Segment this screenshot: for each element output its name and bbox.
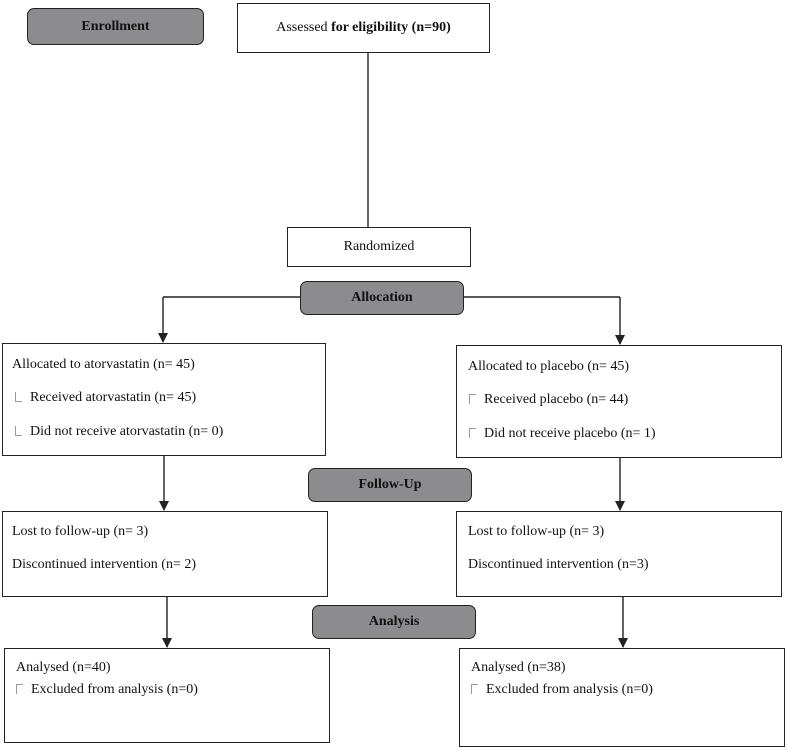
analysis-label: Analysis: [312, 605, 476, 639]
assessed-count: for eligibility (n=90): [331, 20, 451, 35]
right-excluded-row: Excluded from analysis (n=0): [471, 682, 653, 698]
allocation-label: Allocation: [300, 281, 464, 315]
left-excluded-row: Excluded from analysis (n=0): [16, 682, 198, 698]
assessed-text: Assessed for eligibility (n=90): [276, 20, 451, 36]
assessed-box: Assessed for eligibility (n=90): [237, 3, 490, 53]
checkbox-icon: [469, 428, 476, 438]
follow-up-label: Follow-Up: [308, 468, 472, 502]
checkbox-icon: [15, 426, 22, 436]
left-allocation-box: Allocated to atorvastatin (n= 45) Receiv…: [2, 343, 326, 456]
right-received-row: Received placebo (n= 44): [469, 392, 628, 408]
right-lost-text: Lost to follow-up (n= 3): [468, 524, 605, 539]
checkbox-icon: [15, 392, 22, 402]
left-received-row: Received atorvastatin (n= 45): [15, 390, 196, 406]
right-allocation-box: Allocated to placebo (n= 45) Received pl…: [456, 345, 782, 458]
right-followup-box: Lost to follow-up (n= 3) Discontinued in…: [456, 511, 782, 597]
left-not-received-text: Did not receive atorvastatin (n= 0): [30, 424, 224, 439]
checkbox-icon: [471, 684, 478, 694]
right-excluded-text: Excluded from analysis (n=0): [486, 682, 653, 697]
left-analysis-box: Analysed (n=40) Excluded from analysis (…: [4, 648, 330, 743]
assessed-prefix: Assessed: [276, 20, 332, 35]
left-followup-box: Lost to follow-up (n= 3) Discontinued in…: [2, 511, 328, 597]
right-allocated-text: Allocated to placebo (n= 45): [468, 359, 630, 374]
left-lost-text: Lost to follow-up (n= 3): [12, 524, 149, 539]
left-analysed-text: Analysed (n=40): [16, 660, 111, 675]
checkbox-icon: [469, 394, 476, 404]
left-discontinued-text: Discontinued intervention (n= 2): [12, 557, 197, 572]
left-received-text: Received atorvastatin (n= 45): [30, 390, 197, 405]
right-analysed-text: Analysed (n=38): [471, 660, 566, 675]
enrollment-label: Enrollment: [27, 8, 204, 45]
left-allocated-text: Allocated to atorvastatin (n= 45): [12, 357, 195, 372]
checkbox-icon: [16, 684, 23, 694]
right-analysis-box: Analysed (n=38) Excluded from analysis (…: [459, 648, 785, 747]
left-not-received-row: Did not receive atorvastatin (n= 0): [15, 424, 223, 440]
right-not-received-text: Did not receive placebo (n= 1): [484, 426, 656, 441]
randomized-box: Randomized: [287, 227, 471, 267]
right-discontinued-text: Discontinued intervention (n=3): [468, 557, 649, 572]
right-not-received-row: Did not receive placebo (n= 1): [469, 426, 656, 442]
right-received-text: Received placebo (n= 44): [484, 392, 629, 407]
left-excluded-text: Excluded from analysis (n=0): [31, 682, 198, 697]
